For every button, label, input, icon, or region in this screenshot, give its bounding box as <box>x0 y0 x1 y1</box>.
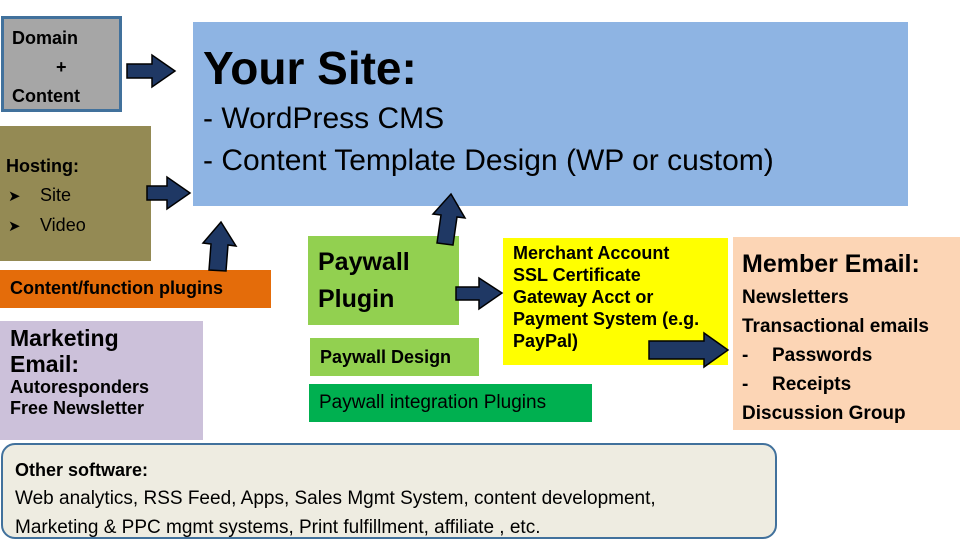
arrow-bullet-icon: ➤ <box>8 218 21 235</box>
member-title: Member Email: <box>742 250 920 278</box>
member-dash-label: Receipts <box>772 374 852 395</box>
member-item-passwords: -Passwords <box>742 345 873 366</box>
arrow-paywall-to-site <box>431 192 467 246</box>
arrow-domain-to-site <box>126 53 177 89</box>
domain-content-box: Domain + Content <box>1 16 122 112</box>
arrow-plugins-to-site <box>201 220 238 272</box>
hosting-item-label: Video <box>40 215 86 235</box>
member-dash-label: Passwords <box>772 345 873 366</box>
member-item-receipts: -Receipts <box>742 374 852 395</box>
merchant-line: Gateway Acct or <box>513 287 654 307</box>
paywall-integration-box: Paywall integration Plugins <box>309 384 592 422</box>
member-email-box: Member Email: Newsletters Transactional … <box>733 237 960 430</box>
arrow-paywall-to-merchant <box>455 276 504 311</box>
content-plugins-label: Content/function plugins <box>10 278 223 298</box>
other-software-line: Web analytics, RSS Feed, Apps, Sales Mgm… <box>15 488 656 509</box>
arrow-merchant-to-member <box>648 331 730 369</box>
paywall-plugin-line2: Plugin <box>318 285 395 313</box>
paywall-plugin-box: Paywall Plugin <box>308 236 459 325</box>
member-item-discussion: Discussion Group <box>742 403 906 424</box>
merchant-line: SSL Certificate <box>513 265 641 285</box>
hosting-item-label: Site <box>40 185 72 205</box>
merchant-account-box: Merchant Account SSL Certificate Gateway… <box>503 238 728 365</box>
other-software-line: Marketing & PPC mgmt systems, Print fulf… <box>15 517 541 538</box>
other-software-box: Other software: Web analytics, RSS Feed,… <box>1 443 777 539</box>
hosting-title: Hosting: <box>6 156 79 176</box>
site-line-template: - Content Template Design (WP or custom) <box>203 144 774 177</box>
arrow-hosting-to-site <box>146 175 192 211</box>
your-site-box: Your Site: - WordPress CMS - Content Tem… <box>193 22 908 206</box>
arrow-bullet-icon: ➤ <box>8 188 21 205</box>
site-title: Your Site: <box>203 42 417 94</box>
paywall-integration-label: Paywall integration Plugins <box>319 392 547 413</box>
merchant-line: Merchant Account <box>513 243 670 263</box>
site-line-cms: - WordPress CMS <box>203 102 445 135</box>
paywall-plugin-line1: Paywall <box>318 248 410 276</box>
merchant-line: Payment System (e.g. <box>513 309 700 329</box>
other-software-title: Other software: <box>15 460 149 480</box>
hosting-item-site: ➤ Site <box>6 181 151 211</box>
plus-label: + <box>56 57 67 77</box>
content-label: Content <box>12 86 80 106</box>
hosting-box: Hosting: ➤ Site ➤ Video <box>0 126 151 261</box>
marketing-item-newsletter: Free Newsletter <box>10 398 145 418</box>
paywall-design-box: Paywall Design <box>310 338 479 376</box>
paywall-design-label: Paywall Design <box>320 347 452 367</box>
content-plugins-box: Content/function plugins <box>0 270 271 308</box>
marketing-email-box: Marketing Email: Autoresponders Free New… <box>0 321 203 440</box>
member-item-newsletters: Newsletters <box>742 287 849 308</box>
member-item-transactional: Transactional emails <box>742 316 929 337</box>
marketing-title-line1: Marketing <box>10 325 119 351</box>
marketing-item-autoresponders: Autoresponders <box>10 377 150 397</box>
hosting-item-video: ➤ Video <box>6 211 151 241</box>
domain-label: Domain <box>12 28 79 48</box>
merchant-line: PayPal) <box>513 331 579 351</box>
marketing-title-line2: Email: <box>10 351 80 377</box>
